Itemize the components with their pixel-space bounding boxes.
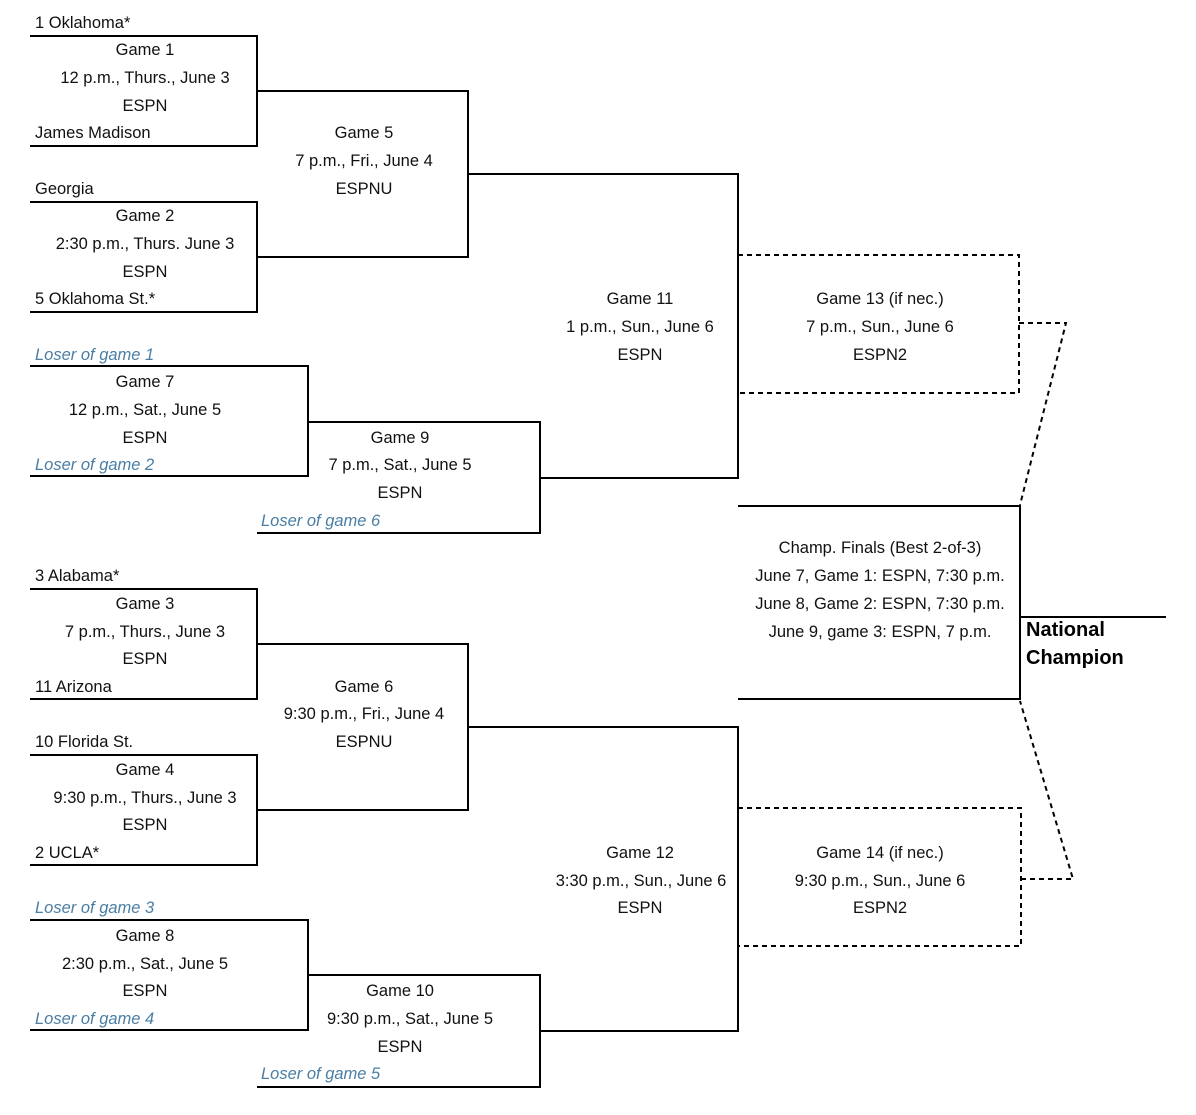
game-8-network: ESPN	[122, 982, 168, 1000]
finals-bracket-line	[738, 505, 1021, 700]
game-12-bracket-line	[468, 726, 739, 1032]
game-5-name: Game 5	[334, 124, 394, 142]
team-georgia: Georgia	[35, 180, 94, 198]
game-4-network: ESPN	[122, 816, 168, 834]
game-7-network: ESPN	[122, 429, 168, 447]
game-14-name: Game 14 (if nec.)	[816, 844, 944, 862]
game-11-time: 1 p.m., Sun., June 6	[566, 318, 714, 336]
game-13-bracket-line	[738, 254, 1020, 394]
game-14-time: 9:30 p.m., Sun., June 6	[794, 872, 966, 890]
team-ucla: 2 UCLA*	[35, 844, 100, 862]
game-2-time: 2:30 p.m., Thurs. June 3	[55, 235, 235, 253]
game-14-connector-line	[1019, 700, 1075, 880]
loser-of-game-4: Loser of game 4	[35, 1010, 155, 1028]
game-13-name: Game 13 (if nec.)	[816, 290, 944, 308]
game-13-network: ESPN2	[852, 346, 908, 364]
game-13-time: 7 p.m., Sun., June 6	[806, 318, 954, 336]
national-champion-label: National Champion	[1026, 619, 1124, 669]
game-1-network: ESPN	[122, 97, 168, 115]
team-oklahoma-st: 5 Oklahoma St.*	[35, 290, 156, 308]
game-13-connector-line	[1019, 322, 1068, 506]
game-11-bracket-line	[468, 173, 739, 479]
loser-of-game-2: Loser of game 2	[35, 456, 155, 474]
team-arizona: 11 Arizona	[35, 678, 112, 696]
finals-game-2: June 8, Game 2: ESPN, 7:30 p.m.	[755, 595, 1005, 613]
game-4-name: Game 4	[115, 761, 175, 779]
game-6-bracket-line	[257, 643, 469, 811]
game-9-network: ESPN	[377, 484, 423, 502]
game-4-time: 9:30 p.m., Thurs., June 3	[53, 789, 237, 807]
game-10-name: Game 10	[366, 982, 434, 1000]
loser-of-game-3: Loser of game 3	[35, 899, 155, 917]
game-11-network: ESPN	[617, 346, 663, 364]
game-10-time: 9:30 p.m., Sat., June 5	[326, 1010, 494, 1028]
game-1-name: Game 1	[115, 41, 175, 59]
team-oklahoma: 1 Oklahoma*	[35, 14, 131, 32]
game-3-network: ESPN	[122, 650, 168, 668]
game-14-network: ESPN2	[852, 899, 908, 917]
team-florida-st: 10 Florida St.	[35, 733, 134, 751]
game-6-time: 9:30 p.m., Fri., June 4	[283, 705, 445, 723]
game-9-time: 7 p.m., Sat., June 5	[328, 456, 472, 474]
game-6-name: Game 6	[334, 678, 394, 696]
team-james-madison: James Madison	[35, 124, 151, 142]
game-3-name: Game 3	[115, 595, 175, 613]
game-5-network: ESPNU	[335, 180, 393, 198]
loser-of-game-1: Loser of game 1	[35, 346, 155, 364]
game-3-time: 7 p.m., Thurs., June 3	[64, 623, 226, 641]
game-7-time: 12 p.m., Sat., June 5	[68, 401, 222, 419]
finals-game-3: June 9, game 3: ESPN, 7 p.m.	[768, 623, 992, 641]
finals-game-1: June 7, Game 1: ESPN, 7:30 p.m.	[755, 567, 1005, 585]
game-12-network: ESPN	[617, 899, 663, 917]
game-2-network: ESPN	[122, 263, 168, 281]
game-11-name: Game 11	[606, 290, 674, 308]
game-7-name: Game 7	[115, 373, 175, 391]
game-9-name: Game 9	[370, 429, 430, 447]
loser-of-game-6: Loser of game 6	[261, 512, 381, 530]
team-alabama: 3 Alabama*	[35, 567, 120, 585]
game-1-time: 12 p.m., Thurs., June 3	[60, 69, 230, 87]
game-14-bracket-line	[738, 807, 1022, 947]
game-12-time: 3:30 p.m., Sun., June 6	[555, 872, 727, 890]
finals-title: Champ. Finals (Best 2-of-3)	[778, 539, 982, 557]
game-12-name: Game 12	[606, 844, 674, 862]
game-5-bracket-line	[257, 90, 469, 258]
game-10-network: ESPN	[377, 1038, 423, 1056]
game-6-network: ESPNU	[335, 733, 393, 751]
game-8-name: Game 8	[115, 927, 175, 945]
game-5-time: 7 p.m., Fri., June 4	[295, 152, 433, 170]
loser-of-game-5: Loser of game 5	[261, 1065, 381, 1083]
game-2-name: Game 2	[115, 207, 175, 225]
game-8-time: 2:30 p.m., Sat., June 5	[61, 955, 229, 973]
